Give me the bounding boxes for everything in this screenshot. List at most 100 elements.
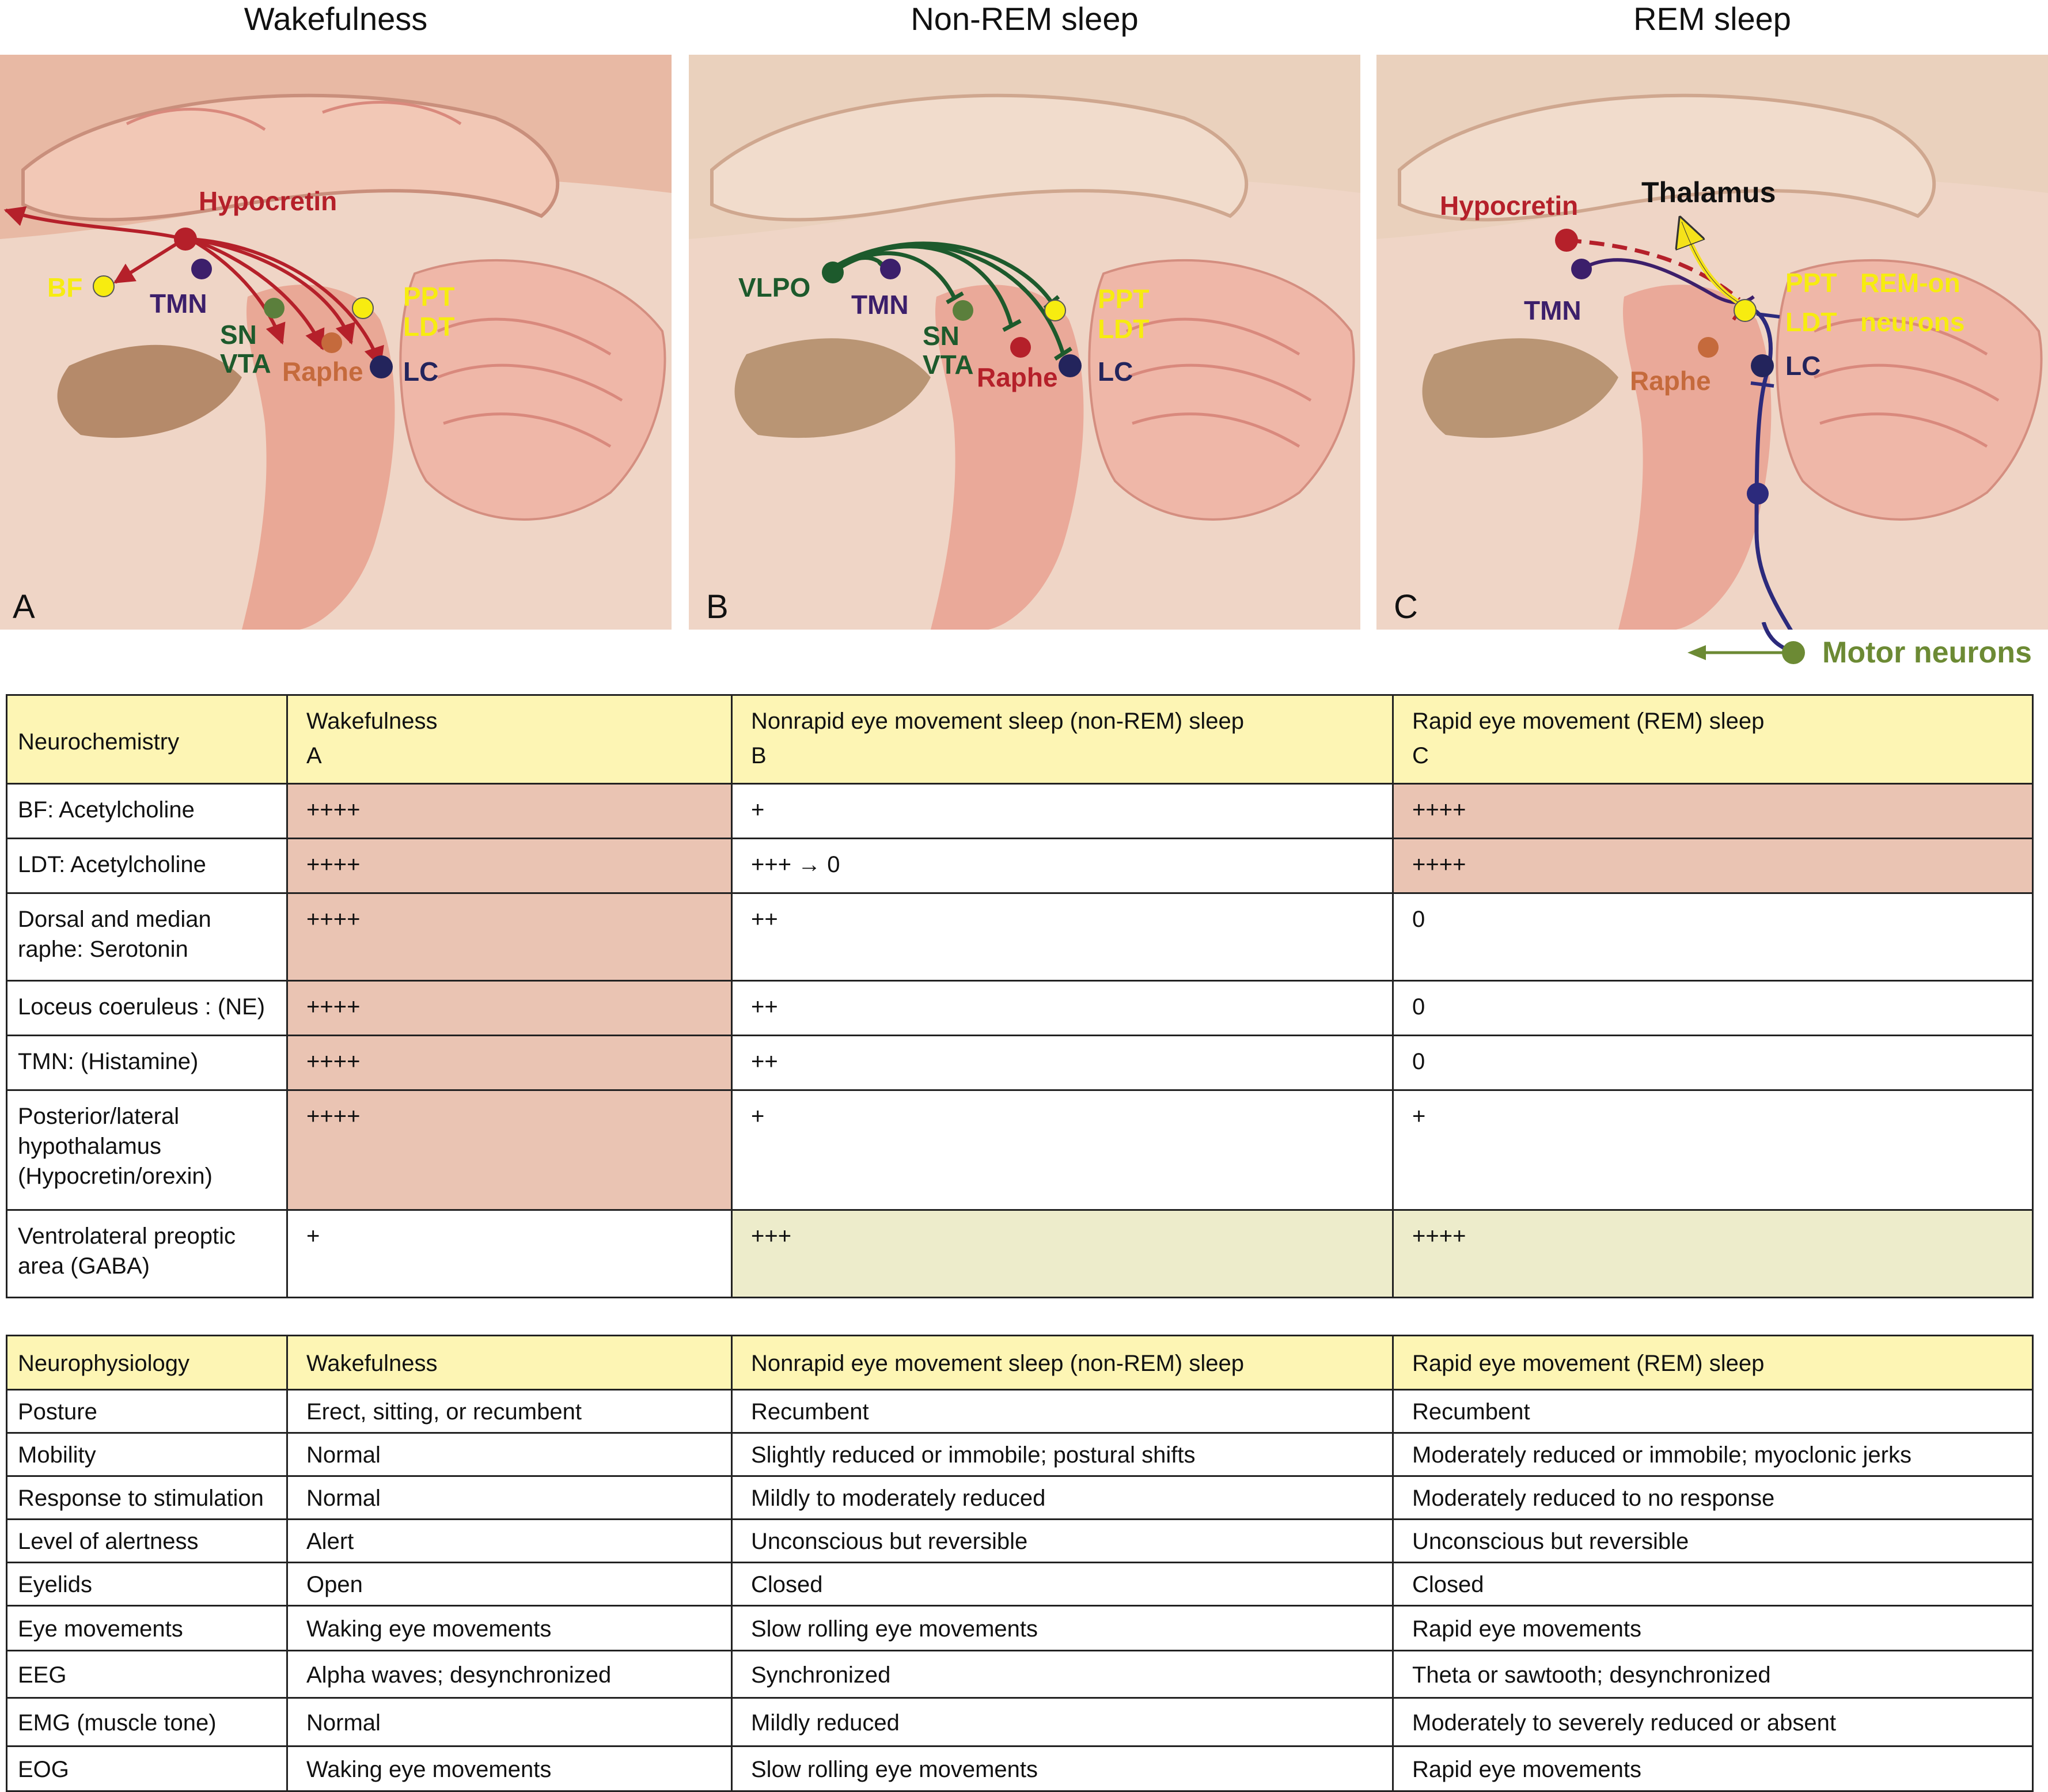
neurophysiology-value: Slow rolling eye movements	[731, 1605, 1394, 1651]
neurochemistry-value: ++++	[286, 838, 733, 894]
header-title: Rapid eye movement (REM) sleep	[1412, 709, 1765, 734]
neurophysiology-value: Normal	[286, 1697, 733, 1747]
neurophysiology-value: Theta or sawtooth; desynchronized	[1392, 1650, 2034, 1699]
neurophysiology-value: Rapid eye movements	[1392, 1745, 2034, 1792]
label-sn: SN	[220, 320, 257, 350]
panel-title-rem: REM sleep	[1633, 1, 1791, 37]
label-raphe: Raphe	[1630, 366, 1711, 396]
panel-letter-a: A	[13, 588, 35, 626]
neurochemistry-value: +++ → 0	[731, 838, 1394, 894]
neurophysiology-row-label: Level of alertness	[6, 1518, 288, 1563]
neurochemistry-row-label: TMN: (Histamine)	[6, 1035, 288, 1091]
brain-diagram-non-rem: VLPO TMN SN VTA Raphe PPT LDT LC	[689, 55, 1360, 630]
panel-title-wakefulness: Wakefulness	[244, 1, 428, 37]
neurophysiology-row-label: Posture	[6, 1389, 288, 1434]
neurochemistry-value: ++++	[286, 1089, 733, 1211]
neurochemistry-value: ++++	[286, 892, 733, 982]
label-rem-on-neurons: neurons	[1860, 307, 1964, 337]
neurophysiology-value: Recumbent	[1392, 1389, 2034, 1434]
neurophysiology-value: Normal	[286, 1475, 733, 1520]
neurochemistry-row: TMN: (Histamine)++++++0	[6, 1035, 2034, 1091]
neurochemistry-value: ++++	[1392, 1209, 2034, 1298]
header-title: Neurochemistry	[18, 729, 180, 755]
neurochemistry-value: ++++	[286, 980, 733, 1036]
brain-diagram-rem: Hypocretin Thalamus TMN PPT LDT REM-on n…	[1376, 55, 2048, 630]
neurophysiology-row-label: Eye movements	[6, 1605, 288, 1651]
neurochemistry-value: 0	[1392, 980, 2034, 1036]
label-vta: VTA	[923, 350, 974, 380]
neurochemistry-row-label: Dorsal and median raphe: Serotonin	[6, 892, 288, 982]
neurochemistry-row: Loceus coeruleus : (NE)++++++0	[6, 980, 2034, 1036]
neurochemistry-row: BF: Acetylcholine+++++++++	[6, 783, 2034, 839]
header-title: Wakefulness	[306, 709, 438, 734]
neurophysiology-value: Slow rolling eye movements	[731, 1745, 1394, 1792]
label-ldt: LDT	[1785, 307, 1837, 337]
neurochemistry-value: ++	[731, 980, 1394, 1036]
label-vlpo: VLPO	[738, 272, 810, 302]
label-ldt: LDT	[1098, 314, 1149, 344]
neurophysiology-row-label: EMG (muscle tone)	[6, 1697, 288, 1747]
neurophysiology-header-cell: Wakefulness	[286, 1335, 733, 1391]
label-lc: LC	[1098, 357, 1133, 387]
neurophysiology-value: Closed	[731, 1562, 1394, 1607]
neurochemistry-row-label: LDT: Acetylcholine	[6, 838, 288, 894]
neurophysiology-value: Waking eye movements	[286, 1605, 733, 1651]
neurochemistry-value: +	[286, 1209, 733, 1298]
panel-letter-b: B	[706, 588, 729, 626]
neurochemistry-row: Posterior/lateral hypothalamus (Hypocret…	[6, 1089, 2034, 1211]
neurophysiology-value: Alert	[286, 1518, 733, 1563]
panel-letter-c: C	[1394, 588, 1418, 626]
label-lc: LC	[1785, 351, 1821, 381]
neurophysiology-header-cell: Nonrapid eye movement sleep (non-REM) sl…	[731, 1335, 1394, 1391]
label-hypocretin: Hypocretin	[199, 186, 337, 216]
neurophysiology-value: Slightly reduced or immobile; postural s…	[731, 1432, 1394, 1477]
neurochemistry-row: LDT: Acetylcholine+++++++ → 0++++	[6, 838, 2034, 894]
neurochemistry-row: Ventrolateral preoptic area (GABA)++++++…	[6, 1209, 2034, 1298]
label-ppt: PPT	[1785, 268, 1837, 298]
label-ldt: LDT	[403, 312, 454, 342]
neurophysiology-value: Normal	[286, 1432, 733, 1477]
header-letter: B	[751, 743, 767, 768]
neurophysiology-value: Alpha waves; desynchronized	[286, 1650, 733, 1699]
label-rem-on: REM-on	[1860, 268, 1960, 298]
neurochemistry-value: ++	[731, 892, 1394, 982]
neurophysiology-value: Recumbent	[731, 1389, 1394, 1434]
neurophysiology-value: Closed	[1392, 1562, 2034, 1607]
neurophysiology-value: Moderately reduced to no response	[1392, 1475, 2034, 1520]
neurochemistry-value: ++++	[1392, 838, 2034, 894]
neurochemistry-row-label: BF: Acetylcholine	[6, 783, 288, 839]
label-hypocretin: Hypocretin	[1440, 191, 1578, 221]
header-letter: C	[1412, 743, 1429, 768]
neurophysiology-value: Moderately reduced or immobile; myocloni…	[1392, 1432, 2034, 1477]
label-tmn: TMN	[1524, 295, 1581, 325]
neurophysiology-value: Moderately to severely reduced or absent	[1392, 1697, 2034, 1747]
label-tmn: TMN	[150, 289, 207, 319]
brain-diagram-wakefulness: Hypocretin BF TMN SN VTA Raphe PPT LDT L…	[0, 55, 672, 630]
neurophysiology-value: Open	[286, 1562, 733, 1607]
neurochemistry-row-label: Posterior/lateral hypothalamus (Hypocret…	[6, 1089, 288, 1211]
neurophysiology-row-label: Mobility	[6, 1432, 288, 1477]
label-lc: LC	[403, 357, 438, 387]
neurochemistry-value: ++++	[1392, 783, 2034, 839]
neurophysiology-value: Rapid eye movements	[1392, 1605, 2034, 1651]
neurophysiology-value: Unconscious but reversible	[731, 1518, 1394, 1563]
neurochemistry-value: 0	[1392, 892, 2034, 982]
neurochemistry-value: 0	[1392, 1035, 2034, 1091]
neurophysiology-row-label: Eyelids	[6, 1562, 288, 1607]
label-motor-neurons: Motor neurons	[1822, 636, 2032, 669]
header-title: Nonrapid eye movement sleep (non-REM) sl…	[751, 709, 1244, 734]
neurophysiology-value: Mildly to moderately reduced	[731, 1475, 1394, 1520]
motor-neuron-pathway	[1687, 622, 1805, 664]
neurochemistry-value: +++	[731, 1209, 1394, 1298]
label-ppt: PPT	[1098, 284, 1149, 314]
label-raphe: Raphe	[977, 362, 1058, 392]
neurophysiology-value: Erect, sitting, or recumbent	[286, 1389, 733, 1434]
